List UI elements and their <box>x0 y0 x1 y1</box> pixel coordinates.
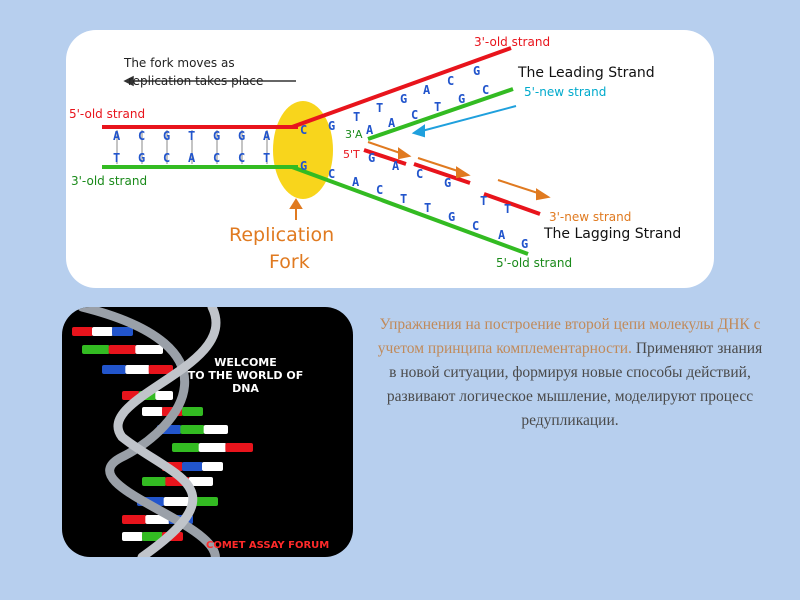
upper-old-base-4: A <box>423 83 431 97</box>
helix-rung-0-1 <box>92 327 113 336</box>
lagging-strand-label: The Lagging Strand <box>543 226 681 242</box>
parent-bottom-base-6: T <box>263 151 270 165</box>
upper-old-base-1: T <box>353 110 360 124</box>
welcome-line2: TO THE WORLD OF <box>138 369 353 382</box>
new-strand-5-label: 5'-new strand <box>524 85 606 99</box>
parent-top-base-6: A <box>263 129 271 143</box>
helix-rung-5-2 <box>204 425 228 434</box>
bottom-5-old-strand-label: 5'-old strand <box>496 256 572 270</box>
parent-top-base-1: C <box>138 129 145 143</box>
parent-top-base-3: T <box>188 129 195 143</box>
parent-top-base-0: A <box>113 129 121 143</box>
lower-new-base-1: A <box>392 159 400 173</box>
upper-new-base-3: T <box>434 100 441 114</box>
lower-new-base-3: G <box>444 176 451 190</box>
parent-top-base-5: G <box>238 129 245 143</box>
parent-bottom-base-2: C <box>163 151 170 165</box>
helix-rung-10-0 <box>122 515 146 524</box>
upper-new-base-1: A <box>388 116 396 130</box>
parent-top-base-4: G <box>213 129 220 143</box>
upper-old-base-5: C <box>447 74 454 88</box>
helix-rung-7-1 <box>182 462 203 471</box>
upper-new-strand <box>368 89 513 139</box>
welcome-line3: DNA <box>138 382 353 395</box>
helix-rung-1-1 <box>109 345 137 354</box>
fork-moves-line1: The fork moves as <box>123 56 235 70</box>
parent-bottom-base-1: G <box>138 151 145 165</box>
upper-new-base-0: A <box>366 123 374 137</box>
parent-bottom-base-7: G <box>300 159 307 173</box>
lower-new-base-4: T <box>480 194 487 208</box>
leading-strand-label: The Leading Strand <box>517 65 655 81</box>
helix-rung-5-1 <box>180 425 204 434</box>
parent-bottom-base-0: T <box>113 151 120 165</box>
helix-rung-9-1 <box>164 497 192 506</box>
lower-new-base-5: T <box>504 202 511 216</box>
lower-old-base-5: G <box>448 210 455 224</box>
helix-rung-4-2 <box>182 407 203 416</box>
lower-new-base-0: G <box>368 151 375 165</box>
upper-new-base-5: C <box>482 83 489 97</box>
helix-rung-1-2 <box>135 345 163 354</box>
label-5t: 5'T <box>343 148 360 161</box>
welcome-text: WELCOME TO THE WORLD OF DNA <box>62 356 353 395</box>
parent-top-base-7: C <box>300 123 307 137</box>
parent-bottom-base-4: C <box>213 151 220 165</box>
fork-pointer-arrow <box>291 200 301 220</box>
upper-old-base-2: T <box>376 101 383 115</box>
helix-rung-4-0 <box>142 407 163 416</box>
left-3-old-strand-label: 3'-old strand <box>71 174 147 188</box>
helix-rung-11-0 <box>122 532 143 541</box>
helix-rung-6-2 <box>225 443 253 452</box>
leading-arrow <box>414 106 516 136</box>
description-text: Упражнения на построение второй цепи мол… <box>375 313 765 433</box>
lower-old-base-4: T <box>424 201 431 215</box>
left-5-old-strand-label: 5'-old strand <box>69 107 145 121</box>
lower-old-base-1: A <box>352 175 360 189</box>
helix-rung-0-2 <box>112 327 133 336</box>
upper-new-base-4: G <box>458 92 465 106</box>
upper-old-base-0: G <box>328 119 335 133</box>
helix-rung-0-0 <box>72 327 93 336</box>
replication-fork-label-1: Replication <box>229 224 334 246</box>
parent-top-base-2: G <box>163 129 170 143</box>
upper-new-base-2: C <box>411 108 418 122</box>
helix-rung-8-0 <box>142 477 166 486</box>
parent-bottom-base-3: A <box>188 151 196 165</box>
comet-assay-forum-text: COMET ASSAY FORUM <box>206 540 329 551</box>
lower-new-base-2: C <box>416 167 423 181</box>
helix-rung-1-0 <box>82 345 110 354</box>
helix-rung-6-0 <box>172 443 200 452</box>
upper-old-base-3: G <box>400 92 407 106</box>
lower-old-base-0: C <box>328 167 335 181</box>
helix-rung-7-2 <box>202 462 223 471</box>
lower-old-base-2: C <box>376 183 383 197</box>
lower-old-base-7: A <box>498 228 506 242</box>
fork-moves-line2: replication takes place <box>128 74 263 88</box>
label-3a: 3'A <box>345 128 363 141</box>
lagging-fragment-3 <box>484 194 540 214</box>
lower-old-base-3: T <box>400 192 407 206</box>
replication-fork-label-2: Fork <box>269 251 310 273</box>
dna-helix-graphic <box>62 307 353 557</box>
helix-rung-6-1 <box>199 443 227 452</box>
new-strand-3-label: 3'-new strand <box>549 210 631 224</box>
top-old-strand-label: 3'-old strand <box>474 35 550 49</box>
parent-bottom-base-5: C <box>238 151 245 165</box>
dna-helix-image: WELCOME TO THE WORLD OF DNA COMET ASSAY … <box>62 307 353 557</box>
upper-old-base-6: G <box>473 64 480 78</box>
lower-old-base-8: G <box>521 237 528 251</box>
welcome-line1: WELCOME <box>138 356 353 369</box>
lower-old-base-6: C <box>472 219 479 233</box>
